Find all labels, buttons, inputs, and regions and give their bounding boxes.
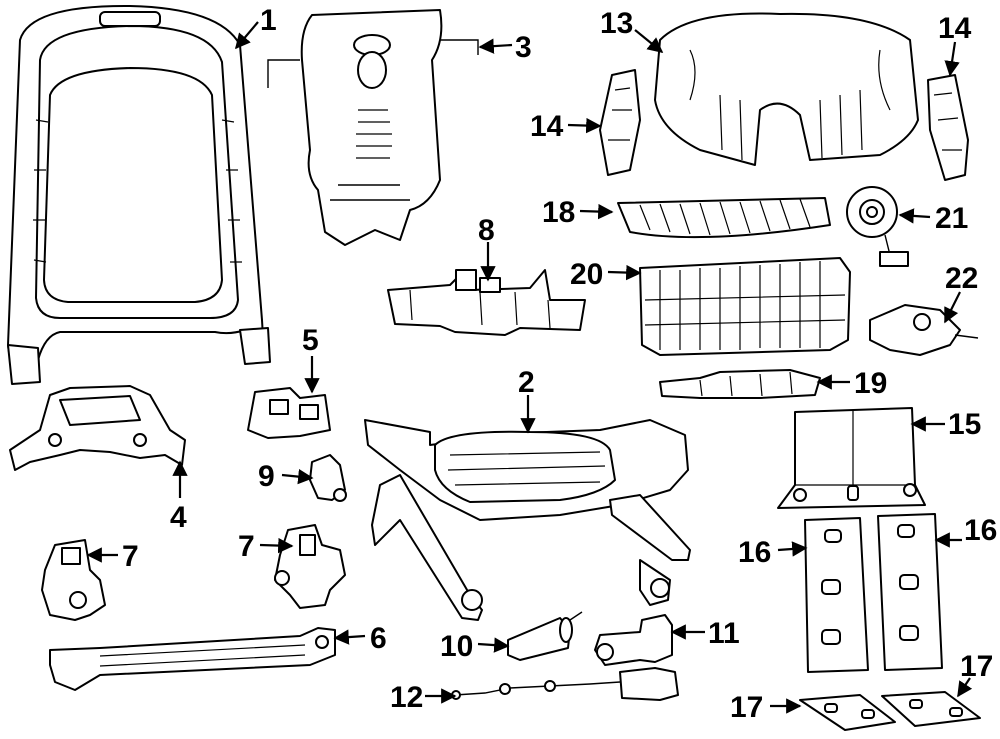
callout-14-right: 14 (938, 12, 972, 45)
callout-2: 2 (518, 366, 535, 399)
part-back-shroud (654, 12, 919, 166)
callout-5: 5 (302, 324, 319, 357)
callout-4: 4 (170, 501, 187, 534)
part-plate-left (799, 694, 896, 731)
callout-15: 15 (948, 408, 981, 441)
leader-20 (607, 264, 642, 281)
leader-9 (281, 468, 314, 485)
leader-13 (634, 29, 664, 53)
part-connector (309, 454, 347, 502)
part-lumbar-bracket (387, 269, 586, 336)
callout-13: 13 (600, 7, 633, 40)
leader-1 (235, 21, 259, 50)
part-pump-module (869, 304, 979, 356)
part-pad-left (804, 517, 869, 673)
part-lumbar-strip (617, 197, 831, 239)
part-side-trim-left (599, 69, 641, 176)
part-side-trim-right (927, 74, 969, 181)
callout-8: 8 (478, 214, 495, 247)
callout-19: 19 (854, 367, 887, 400)
part-motor-connector (594, 614, 673, 666)
part-seat-track (49, 627, 336, 691)
part-motor-left (41, 539, 106, 621)
callout-12: 12 (390, 681, 423, 714)
leader-lines (86, 21, 973, 714)
part-seat-cushion-frame (364, 419, 691, 621)
callout-6: 6 (370, 622, 387, 655)
callout-17-right: 17 (960, 650, 993, 683)
callout-11: 11 (708, 617, 740, 650)
callout-16-right: 16 (964, 514, 997, 547)
leader-6 (333, 629, 366, 645)
callout-18: 18 (542, 196, 575, 229)
callout-10: 10 (440, 630, 473, 663)
part-trim-rail (659, 369, 821, 399)
leader-14b (944, 41, 960, 77)
callout-22: 22 (945, 262, 978, 295)
part-plate-right (881, 691, 981, 727)
leader-10 (477, 637, 510, 653)
part-seat-back-panel (267, 9, 479, 246)
part-motor-right (274, 524, 346, 609)
callout-21: 21 (935, 202, 968, 235)
callout-3: 3 (515, 31, 532, 64)
leader-18 (579, 203, 614, 220)
callout-20: 20 (570, 258, 603, 291)
leader-16a (777, 541, 808, 557)
callout-7-right: 7 (238, 530, 255, 563)
part-heater-panel (777, 407, 926, 509)
part-round-motor (846, 186, 909, 267)
leader-14a (567, 117, 602, 134)
callout-17-left: 17 (730, 691, 763, 724)
part-seat-back-frame (7, 4, 271, 385)
part-recliner-assembly (9, 385, 186, 471)
callout-labels: 1 2 3 4 5 6 7 7 8 9 10 11 12 13 14 14 15… (122, 4, 997, 724)
leader-21 (898, 208, 931, 224)
callout-7-left: 7 (122, 540, 139, 573)
part-small-motor (507, 611, 583, 661)
part-lumbar-basket (639, 257, 851, 356)
callout-9: 9 (258, 460, 275, 493)
callout-1: 1 (260, 4, 277, 37)
callout-14-left: 14 (530, 110, 564, 143)
leader-22 (944, 291, 961, 324)
leader-3 (478, 38, 513, 54)
leader-17b (957, 677, 973, 698)
part-wire-harness (451, 667, 679, 701)
part-switch-module (247, 387, 331, 439)
part-pad-right (877, 513, 943, 671)
leader-7b (259, 537, 294, 554)
callout-16-left: 16 (738, 536, 771, 569)
